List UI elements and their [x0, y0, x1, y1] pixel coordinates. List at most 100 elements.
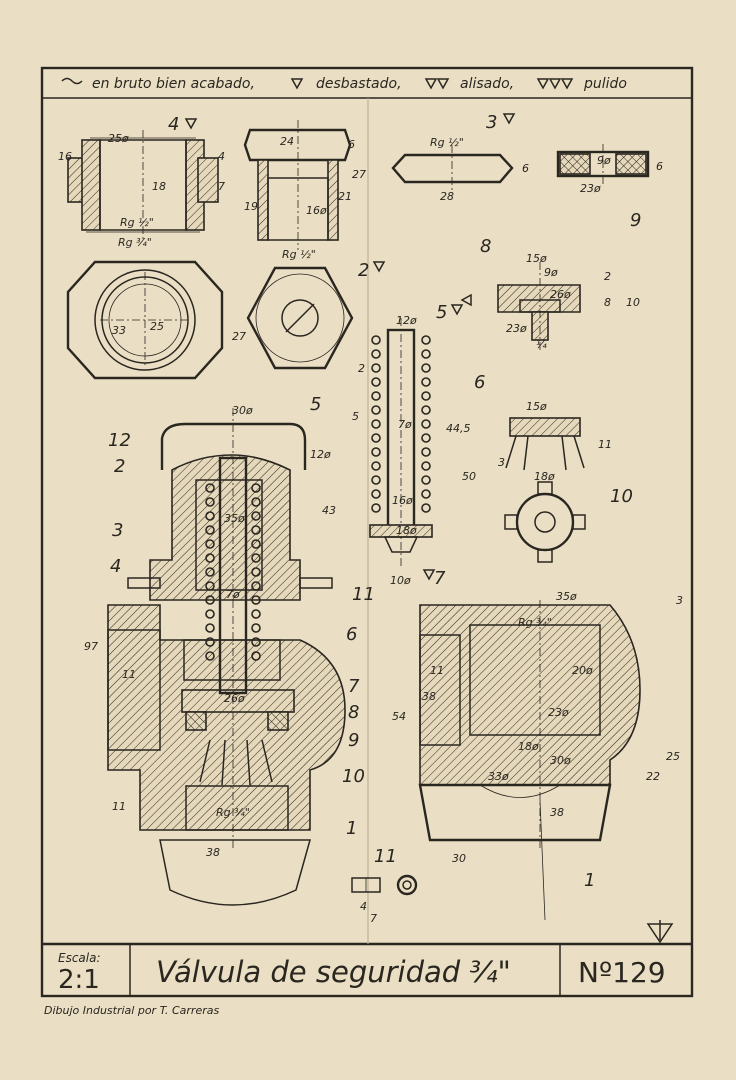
part-2-section [243, 120, 352, 250]
dim-30b: 30ø [550, 754, 571, 767]
spring-coil [421, 489, 431, 499]
label-part-3: 3 [486, 112, 497, 133]
dim-11c: 11 [112, 800, 126, 813]
legend-roughed: desbastado, [316, 76, 402, 92]
label-part-6-top: 6 [474, 372, 485, 393]
dim-18: 18 [152, 180, 166, 193]
dim-3: 3 [498, 456, 505, 469]
dim-44: 44,5 [446, 422, 471, 435]
dim-15b: 15ø [526, 400, 547, 413]
dim-5: 5 [352, 410, 359, 423]
dim-26: 26ø [550, 288, 571, 301]
spring-coil [205, 581, 215, 591]
sheet-border [40, 66, 694, 998]
part-8-section [497, 262, 581, 352]
dim-27b: 27 [352, 168, 366, 181]
spring-coil [421, 475, 431, 485]
spring-coil [371, 405, 381, 415]
spring-coil [251, 511, 261, 521]
spring-coil [205, 553, 215, 563]
part-5-finish-icon [450, 304, 464, 316]
spring-coil [371, 433, 381, 443]
dim-6: 6 [348, 138, 355, 151]
part-7-finish-icon [422, 569, 436, 581]
dim-12: 12ø [396, 314, 417, 327]
spring-coil [371, 377, 381, 387]
dim-rg-half-c: Rg ½" [430, 136, 464, 149]
draftsman-logo [646, 920, 674, 944]
dim-rg-three-quarter-b: Rg ¾" [216, 806, 250, 819]
label-part-9-top: 9 [630, 210, 641, 231]
label-part-8: 8 [348, 702, 359, 723]
label-part-1-right: 1 [584, 870, 595, 891]
spring-coil [371, 503, 381, 513]
dim-50: 50 [462, 470, 476, 483]
polished-finish-icon [536, 78, 574, 90]
part-2-plan-view [246, 266, 354, 370]
dim-16b: 16ø [306, 204, 327, 217]
part-2-finish-icon [372, 261, 386, 273]
spring-coil [421, 349, 431, 359]
dim-25: 25ø [108, 132, 129, 145]
spring-coils [371, 335, 431, 513]
dim-25c: 25 [666, 750, 680, 763]
spring-coil [251, 539, 261, 549]
dim-19: 19 [244, 200, 258, 213]
label-part-6: 6 [346, 624, 357, 645]
dim-9b: 9ø [544, 266, 558, 279]
dim-rg-three-quarter: Rg ¾" [118, 236, 152, 249]
label-part-8-top: 8 [480, 236, 491, 257]
label-part-1: 1 [346, 818, 357, 839]
spring-coil [251, 483, 261, 493]
legend-smoothed: alisado, [460, 76, 514, 92]
label-part-12: 12 [108, 430, 131, 451]
spring-coil [421, 433, 431, 443]
dim-43: 43 [322, 504, 336, 517]
spring-coil [421, 377, 431, 387]
dim-30: 30ø [232, 404, 253, 417]
part-4-finish-icon [184, 118, 198, 130]
dim-18b: 18ø [396, 524, 417, 537]
dim-rg-half-b: Rg ½" [282, 248, 316, 261]
label-part-7-top: 7 [434, 568, 446, 589]
spring-coil [421, 405, 431, 415]
dim-38c: 38 [550, 806, 564, 819]
dim-2b: 2 [358, 362, 365, 375]
spring-coil [251, 581, 261, 591]
spring-coil [251, 497, 261, 507]
dim-38: 38 [206, 846, 220, 859]
spring-coil [371, 349, 381, 359]
spring-coil [205, 497, 215, 507]
dim-16: 16 [58, 150, 72, 163]
label-part-9: 9 [348, 730, 359, 751]
spring-coil [205, 595, 215, 605]
dim-quarter: ¼ [536, 338, 547, 351]
dim-10: 10 [626, 296, 640, 309]
label-part-11-assy: 11 [352, 584, 375, 605]
spring-coil [205, 623, 215, 633]
dim-16c: 16ø [392, 494, 413, 507]
author-credit: Dibujo Industrial por T. Carreras [44, 1004, 219, 1017]
spring-coil [205, 539, 215, 549]
dim-7c: 7ø [226, 588, 240, 601]
part-4-plan-view [66, 260, 224, 380]
label-part-5-top: 5 [436, 302, 447, 323]
assembly-section [107, 408, 346, 906]
label-part-7: 7 [348, 676, 360, 697]
spring-coil [421, 503, 431, 513]
dim-30c: 30 [452, 852, 466, 865]
part-1-body-section [418, 600, 641, 921]
dim-54: 54 [392, 710, 406, 723]
dim-6c: 6 [656, 160, 663, 173]
dim-6b: 6 [522, 162, 529, 175]
spring-coil [421, 447, 431, 457]
dim-3b: 3 [676, 594, 683, 607]
dim-33b: 33ø [488, 770, 509, 783]
dim-12b: 12ø [310, 448, 331, 461]
dim-rg-half: Rg ½" [120, 216, 154, 229]
legend-raw: en bruto bien acabado, [92, 76, 255, 92]
part-8-finish-icon [460, 293, 472, 307]
dim-9: 9ø [597, 154, 611, 167]
spring-coil [421, 363, 431, 373]
spring-coil [251, 595, 261, 605]
